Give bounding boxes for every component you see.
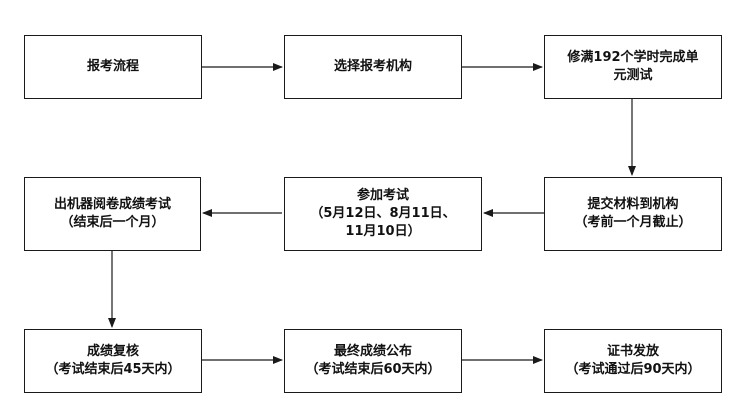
node-line: （考试通过后90天内） — [565, 362, 701, 377]
node-line: 元测试 — [613, 68, 653, 83]
node-line: 最终成绩公布 — [333, 344, 412, 359]
node-line: 提交材料到机构 — [587, 197, 679, 212]
node-line: 报考流程 — [86, 59, 139, 74]
node-machine-scoring: 出机器阅卷成绩考试 （结束后一个月） — [24, 177, 201, 251]
node-line: （结束后一个月） — [60, 215, 165, 230]
node-line: （5月12日、8月11日、 — [310, 206, 456, 221]
node-line: 11月10日） — [345, 224, 421, 239]
node-final-score: 最终成绩公布 （考试结束后60天内） — [284, 329, 462, 393]
node-line: 修满192个学时完成单 — [567, 50, 699, 65]
node-certificate: 证书发放 （考试通过后90天内） — [544, 329, 722, 393]
node-score-review: 成绩复核 （考试结束后45天内） — [24, 329, 202, 393]
node-line: 出机器阅卷成绩考试 — [53, 197, 171, 212]
node-take-exam: 参加考试 （5月12日、8月11日、 11月10日） — [284, 177, 482, 251]
node-line: 证书发放 — [606, 344, 659, 359]
node-complete-hours: 修满192个学时完成单 元测试 — [544, 35, 722, 99]
node-line: 成绩复核 — [86, 344, 139, 359]
node-line: 参加考试 — [356, 188, 409, 203]
node-exam-process: 报考流程 — [24, 35, 202, 99]
node-line: （考试结束后45天内） — [45, 362, 181, 377]
node-line: （考试结束后60天内） — [305, 362, 441, 377]
node-line: （考前一个月截止） — [574, 215, 692, 230]
node-line: 选择报考机构 — [333, 59, 412, 74]
node-submit-materials: 提交材料到机构 （考前一个月截止） — [544, 177, 722, 251]
node-select-institution: 选择报考机构 — [284, 35, 462, 99]
